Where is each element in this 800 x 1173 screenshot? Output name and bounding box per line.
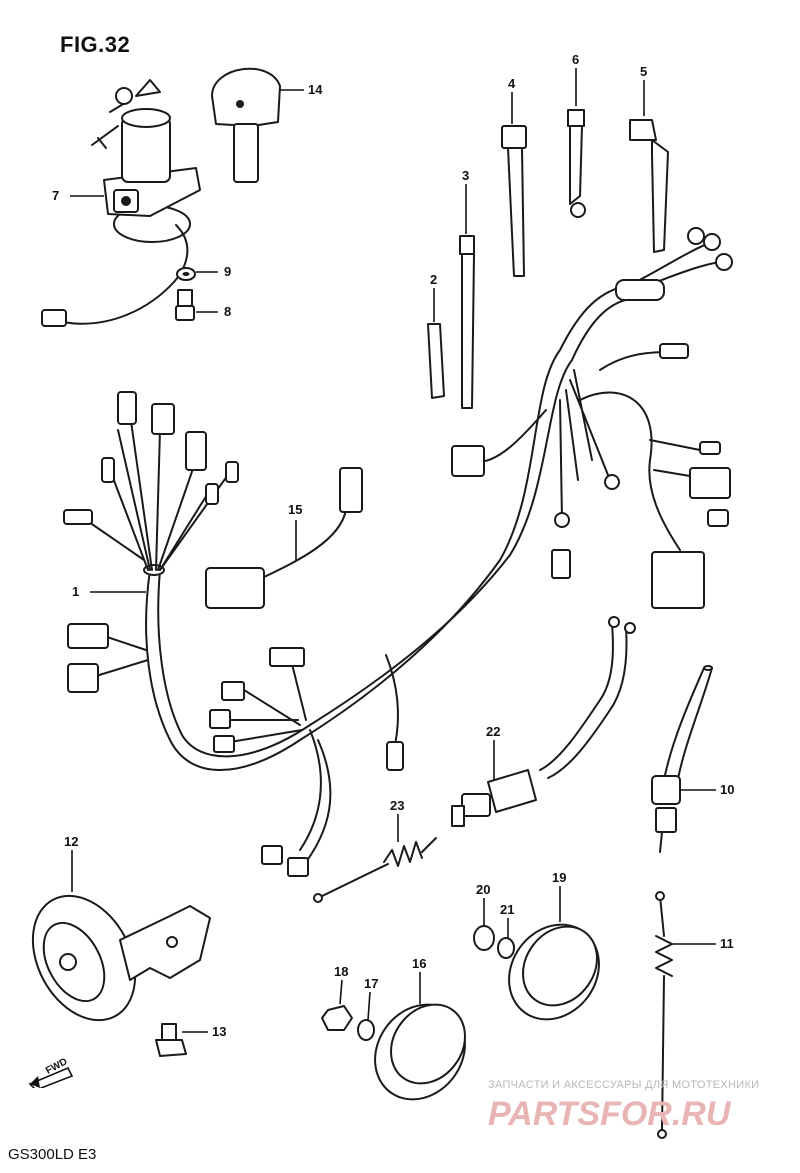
washer-17 — [357, 1019, 375, 1041]
figure-title: FIG.32 — [60, 32, 131, 57]
cable-bands — [427, 109, 669, 409]
callout-23: 23 — [390, 798, 404, 813]
callout-14: 14 — [308, 82, 323, 97]
callout-21: 21 — [500, 902, 514, 917]
model-code: GS300LD E3 — [8, 1146, 97, 1163]
callout-11: 11 — [720, 936, 734, 951]
callout-20: 20 — [476, 882, 490, 897]
callout-22: 22 — [486, 724, 500, 739]
spacer-20 — [473, 925, 495, 951]
callout-2: 2 — [430, 272, 437, 287]
watermark-logo: PARTSFOR.RU — [488, 1095, 732, 1132]
callout-6: 6 — [572, 52, 579, 67]
forward-arrow-icon — [28, 1066, 74, 1088]
callout-18: 18 — [334, 964, 348, 979]
ignition-key — [211, 67, 281, 183]
callout-5: 5 — [640, 64, 647, 79]
wiring-harness — [63, 227, 733, 877]
spring-11 — [655, 891, 673, 1139]
callout-7: 7 — [52, 188, 59, 203]
svg-text:PARTSFOR.RU: PARTSFOR.RU — [488, 1095, 732, 1132]
screw-8 — [175, 289, 195, 321]
reflector-16 — [374, 1003, 466, 1101]
callout-labels: 1 2 3 4 5 6 7 8 9 10 11 12 13 14 15 16 1… — [52, 52, 734, 1039]
callout-13: 13 — [212, 1024, 226, 1039]
callout-19: 19 — [552, 870, 566, 885]
reflector-19 — [508, 923, 600, 1021]
spring-23 — [313, 837, 437, 903]
callout-17: 17 — [364, 976, 378, 991]
callout-15: 15 — [288, 502, 302, 517]
bolt-13 — [155, 1023, 187, 1057]
callout-4: 4 — [508, 76, 516, 91]
callout-1: 1 — [72, 584, 79, 599]
callout-3: 3 — [462, 168, 469, 183]
washer-21 — [497, 937, 515, 959]
sub-harness-15 — [205, 467, 363, 609]
horn-12 — [31, 894, 211, 1022]
callout-16: 16 — [412, 956, 426, 971]
switch-22 — [451, 616, 636, 827]
callout-8: 8 — [224, 304, 231, 319]
callout-10: 10 — [720, 782, 734, 797]
nut-18 — [321, 1005, 353, 1031]
stop-switch-10 — [651, 665, 713, 853]
watermark-tagline: ЗАПЧАСТИ И АКСЕССУАРЫ ДЛЯ МОТОТЕХНИКИ — [488, 1079, 760, 1091]
callout-9: 9 — [224, 264, 231, 279]
callout-leaders — [70, 68, 716, 1033]
ignition-switch — [41, 79, 201, 327]
callout-12: 12 — [64, 834, 78, 849]
washer-9 — [176, 267, 196, 281]
